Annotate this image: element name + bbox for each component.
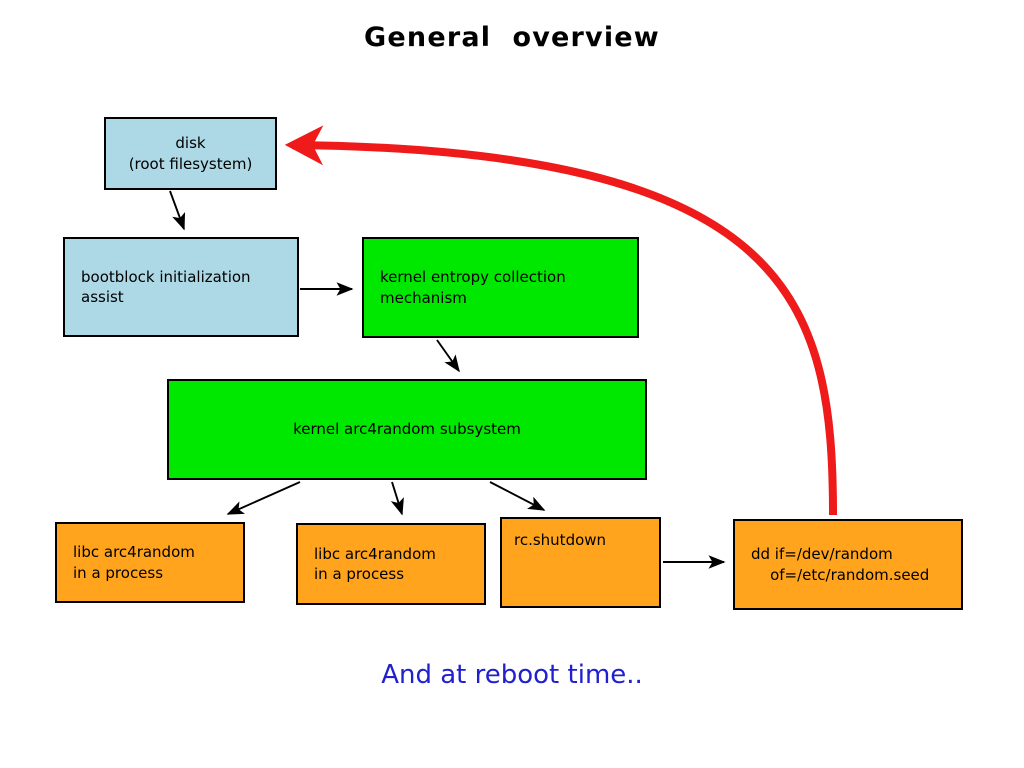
node-dd-random-seed[interactable]: dd if=/dev/random of=/etc/random.seed — [733, 519, 963, 610]
node-libc1-label: libc arc4random in a process — [73, 543, 195, 582]
edge-arc4random-to-libc2 — [390, 481, 404, 516]
node-rcshutdown-label: rc.shutdown — [514, 531, 607, 549]
footer-note: And at reboot time.. — [381, 660, 643, 690]
edge-arc4random-to-libc1 — [226, 481, 301, 515]
node-disk[interactable]: disk (root filesystem) — [104, 117, 277, 190]
edge-entropy-to-arc4random — [436, 339, 460, 373]
node-ddseed-label: dd if=/dev/random of=/etc/random.seed — [751, 545, 930, 584]
slide-title: General overview — [364, 22, 660, 53]
node-libc-arc4random-process-1[interactable]: libc arc4random in a process — [55, 522, 245, 603]
edge-arc4random-to-rcshutdown — [489, 481, 546, 511]
node-libc-arc4random-process-2[interactable]: libc arc4random in a process — [296, 523, 486, 605]
node-kernel-arc4random-subsystem[interactable]: kernel arc4random subsystem — [167, 379, 647, 480]
node-bootblock-initialization-assist[interactable]: bootblock initialization assist — [63, 237, 299, 337]
node-bootblock-label: bootblock initialization assist — [81, 267, 251, 306]
node-entropy-label: kernel entropy collection mechanism — [380, 268, 566, 307]
node-rc-shutdown[interactable]: rc.shutdown — [500, 517, 661, 608]
edge-disk-to-bootblock — [169, 190, 186, 231]
node-disk-label: disk (root filesystem) — [128, 134, 253, 173]
node-kernel-entropy-collection-mechanism[interactable]: kernel entropy collection mechanism — [362, 237, 639, 338]
node-libc2-label: libc arc4random in a process — [314, 544, 436, 583]
node-arc4random-label: kernel arc4random subsystem — [293, 420, 521, 439]
